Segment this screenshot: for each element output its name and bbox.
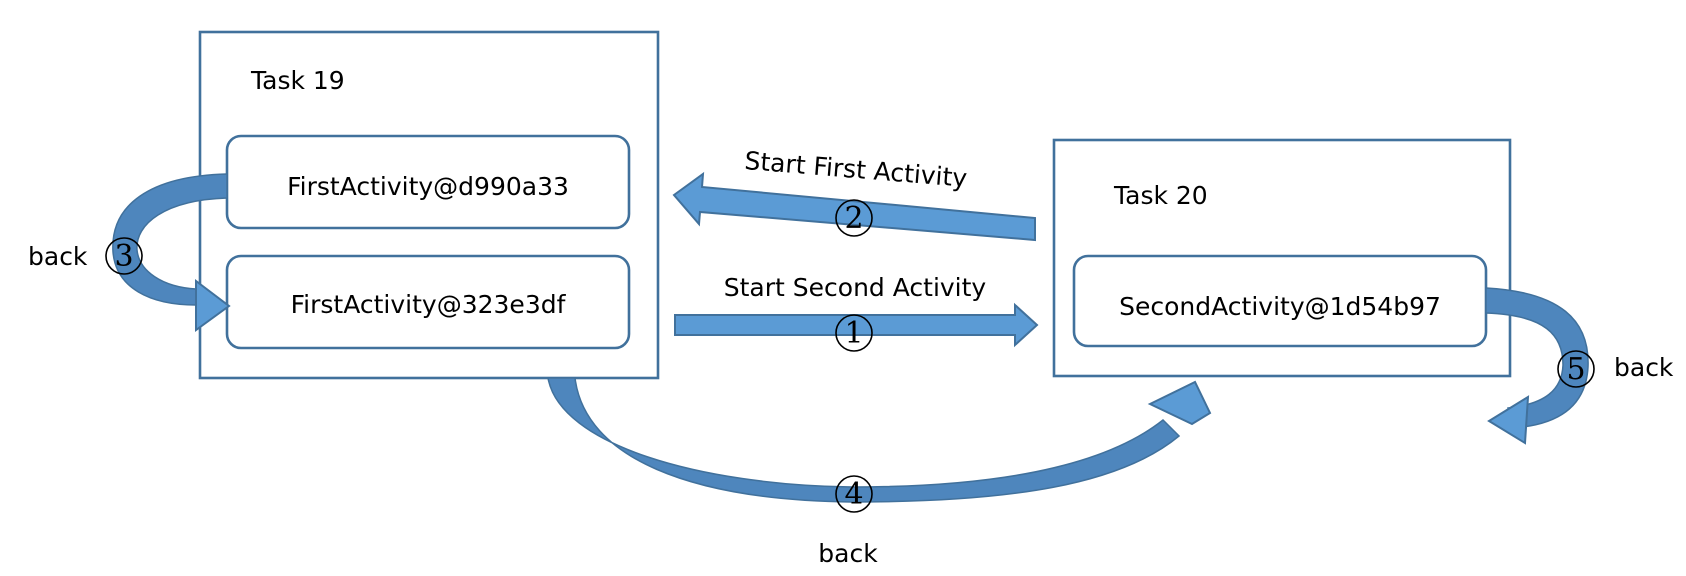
step-2-circle <box>835 199 873 237</box>
step-2-badge: 2 <box>835 199 873 237</box>
step-3-badge: 3 <box>105 237 143 275</box>
task-19-label: Task 19 <box>250 66 345 95</box>
start-first-activity-caption: Start First Activity <box>744 146 969 193</box>
task-19-box <box>198 30 660 380</box>
back-label-5: back <box>1614 353 1674 382</box>
step-2-number: 2 <box>844 201 863 236</box>
step-3-circle <box>105 237 143 275</box>
back-arrowhead-4 <box>1147 380 1212 426</box>
back-label-4: back <box>818 539 878 568</box>
start-second-activity-caption: Start Second Activity <box>724 273 987 302</box>
step-1-circle <box>835 314 873 352</box>
back-arrowhead-3 <box>195 278 231 332</box>
back-label-3: back <box>28 242 88 271</box>
second-activity-label: SecondActivity@1d54b97 <box>1119 292 1441 321</box>
start-second-activity-arrow <box>674 302 1039 348</box>
step-4-badge: 4 <box>835 475 873 513</box>
step-4-number: 4 <box>844 477 863 512</box>
task-20-label: Task 20 <box>1113 181 1208 210</box>
step-5-circle <box>1557 350 1595 388</box>
step-5-badge: 5 <box>1557 350 1595 388</box>
back-arrowhead-5 <box>1487 395 1530 445</box>
start-first-activity-arrow <box>672 171 1036 242</box>
back-arc-4 <box>547 377 1181 503</box>
first-activity-top-label: FirstActivity@d990a33 <box>287 172 569 201</box>
step-1-badge: 1 <box>835 314 873 352</box>
step-5-number: 5 <box>1566 352 1585 387</box>
step-1-number: 1 <box>844 316 863 351</box>
first-activity-bottom-box[interactable] <box>225 254 631 350</box>
step-4-circle <box>835 475 873 513</box>
step-3-number: 3 <box>114 239 133 274</box>
first-activity-bottom-label: FirstActivity@323e3df <box>291 290 567 319</box>
task-20-box <box>1052 138 1512 378</box>
